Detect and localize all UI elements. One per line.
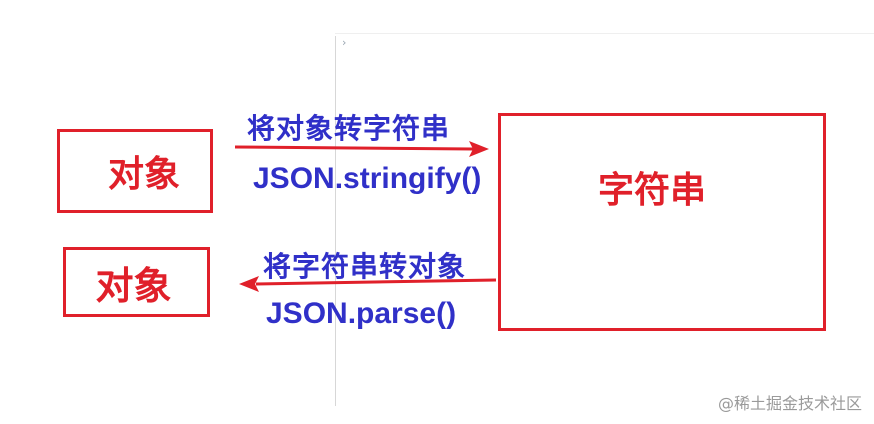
arrow-right-icon: [234, 141, 489, 157]
parse-method-label: JSON.parse(): [266, 297, 457, 330]
arrow-left-icon: [239, 276, 497, 292]
string-box-label: 字符串: [597, 170, 706, 211]
object-box-bottom: 对象: [63, 247, 210, 317]
watermark: @稀土掘金技术社区: [717, 394, 862, 413]
object-box-bottom-label: 对象: [95, 263, 172, 308]
editor-gutter-line: [335, 36, 336, 406]
object-box-top: 对象: [57, 129, 213, 213]
chevron-right-icon: ›: [342, 36, 347, 49]
editor-top-border: [335, 33, 874, 34]
string-box: 字符串: [498, 113, 826, 331]
stringify-caption: 将对象转字符串: [247, 113, 451, 144]
stringify-method-label: JSON.stringify(): [253, 162, 482, 195]
parse-caption: 将字符串转对象: [263, 251, 467, 282]
object-box-top-label: 对象: [107, 154, 180, 195]
